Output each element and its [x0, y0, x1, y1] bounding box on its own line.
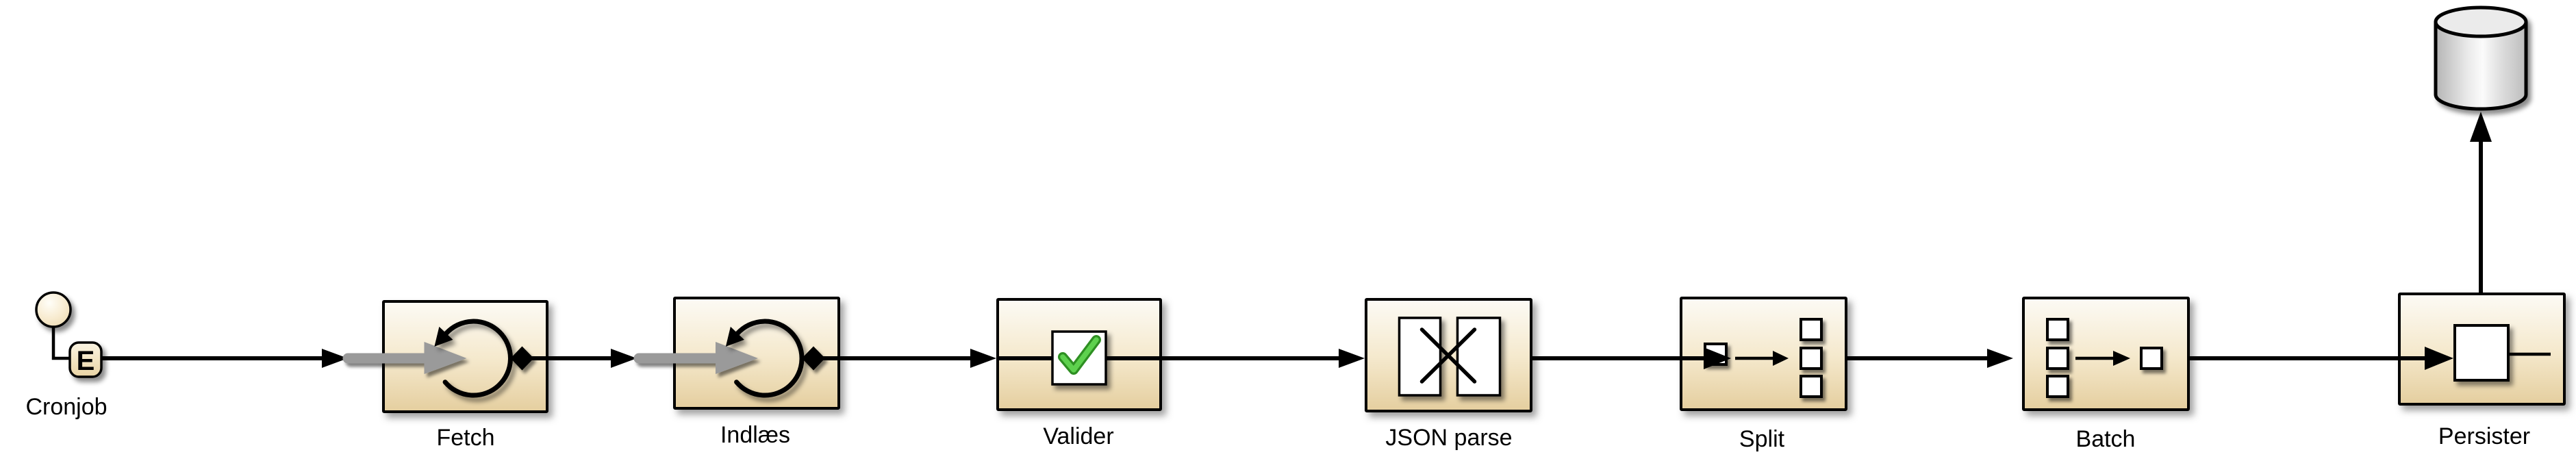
start-event-node[interactable]: E: [35, 291, 103, 378]
polling-consumer-icon-group: [633, 319, 825, 398]
connector-line: [522, 356, 612, 360]
start-circle-icon[interactable]: [35, 291, 72, 328]
diamond-icon: [802, 346, 825, 371]
endpoint-icon: [2425, 324, 2551, 382]
aggregator-icon: [2046, 318, 2163, 398]
node-label-indlaes: Indlæs: [720, 422, 791, 448]
connector-line: [1847, 356, 1989, 360]
check-icon: [1058, 335, 1101, 375]
cross-icon: [1419, 327, 1477, 384]
splitter-icon-group: [1704, 318, 1823, 398]
polling-consumer-icon-group: [342, 319, 534, 398]
node-label-persister: Persister: [2438, 423, 2531, 449]
flow-arrowhead-icon: [611, 349, 637, 368]
node-label-json_parse: JSON parse: [1385, 425, 1513, 451]
connector-line: [813, 356, 972, 360]
loop-arrow-icon: [434, 319, 513, 398]
validate-check-icon-group: [1051, 330, 1107, 386]
connector-line: [101, 356, 323, 360]
to-endpoint-icon-group: [2425, 324, 2551, 382]
flow-arrowhead-icon: [1339, 349, 1365, 368]
flow-arrowhead-icon: [970, 349, 996, 368]
node-label-fetch: Fetch: [436, 425, 495, 451]
event-badge-letter: E: [77, 346, 95, 376]
gray-arrow-icon: [342, 342, 467, 374]
connector-line: [1532, 356, 1708, 360]
node-label-split: Split: [1739, 426, 1785, 452]
connector-line: [2190, 356, 2429, 360]
flow-arrowhead-up-icon: [2470, 112, 2492, 142]
translator-icon-group: [1398, 317, 1502, 397]
connector-line: [1162, 356, 1341, 360]
splitter-icon: [1704, 318, 1823, 398]
database-cylinder[interactable]: [2434, 5, 2528, 111]
node-label-batch: Batch: [2075, 426, 2136, 452]
event-badge[interactable]: [68, 341, 103, 378]
aggregator-icon-group: [2046, 318, 2163, 398]
loop-arrow-icon: [725, 319, 805, 398]
flow-arrowhead-icon: [1987, 349, 2013, 368]
node-label-cronjob: Cronjob: [25, 394, 108, 420]
connector-line: [2479, 140, 2483, 293]
gray-arrow-icon: [633, 342, 758, 374]
node-label-valider: Valider: [1043, 423, 1114, 449]
diamond-icon: [510, 346, 534, 371]
